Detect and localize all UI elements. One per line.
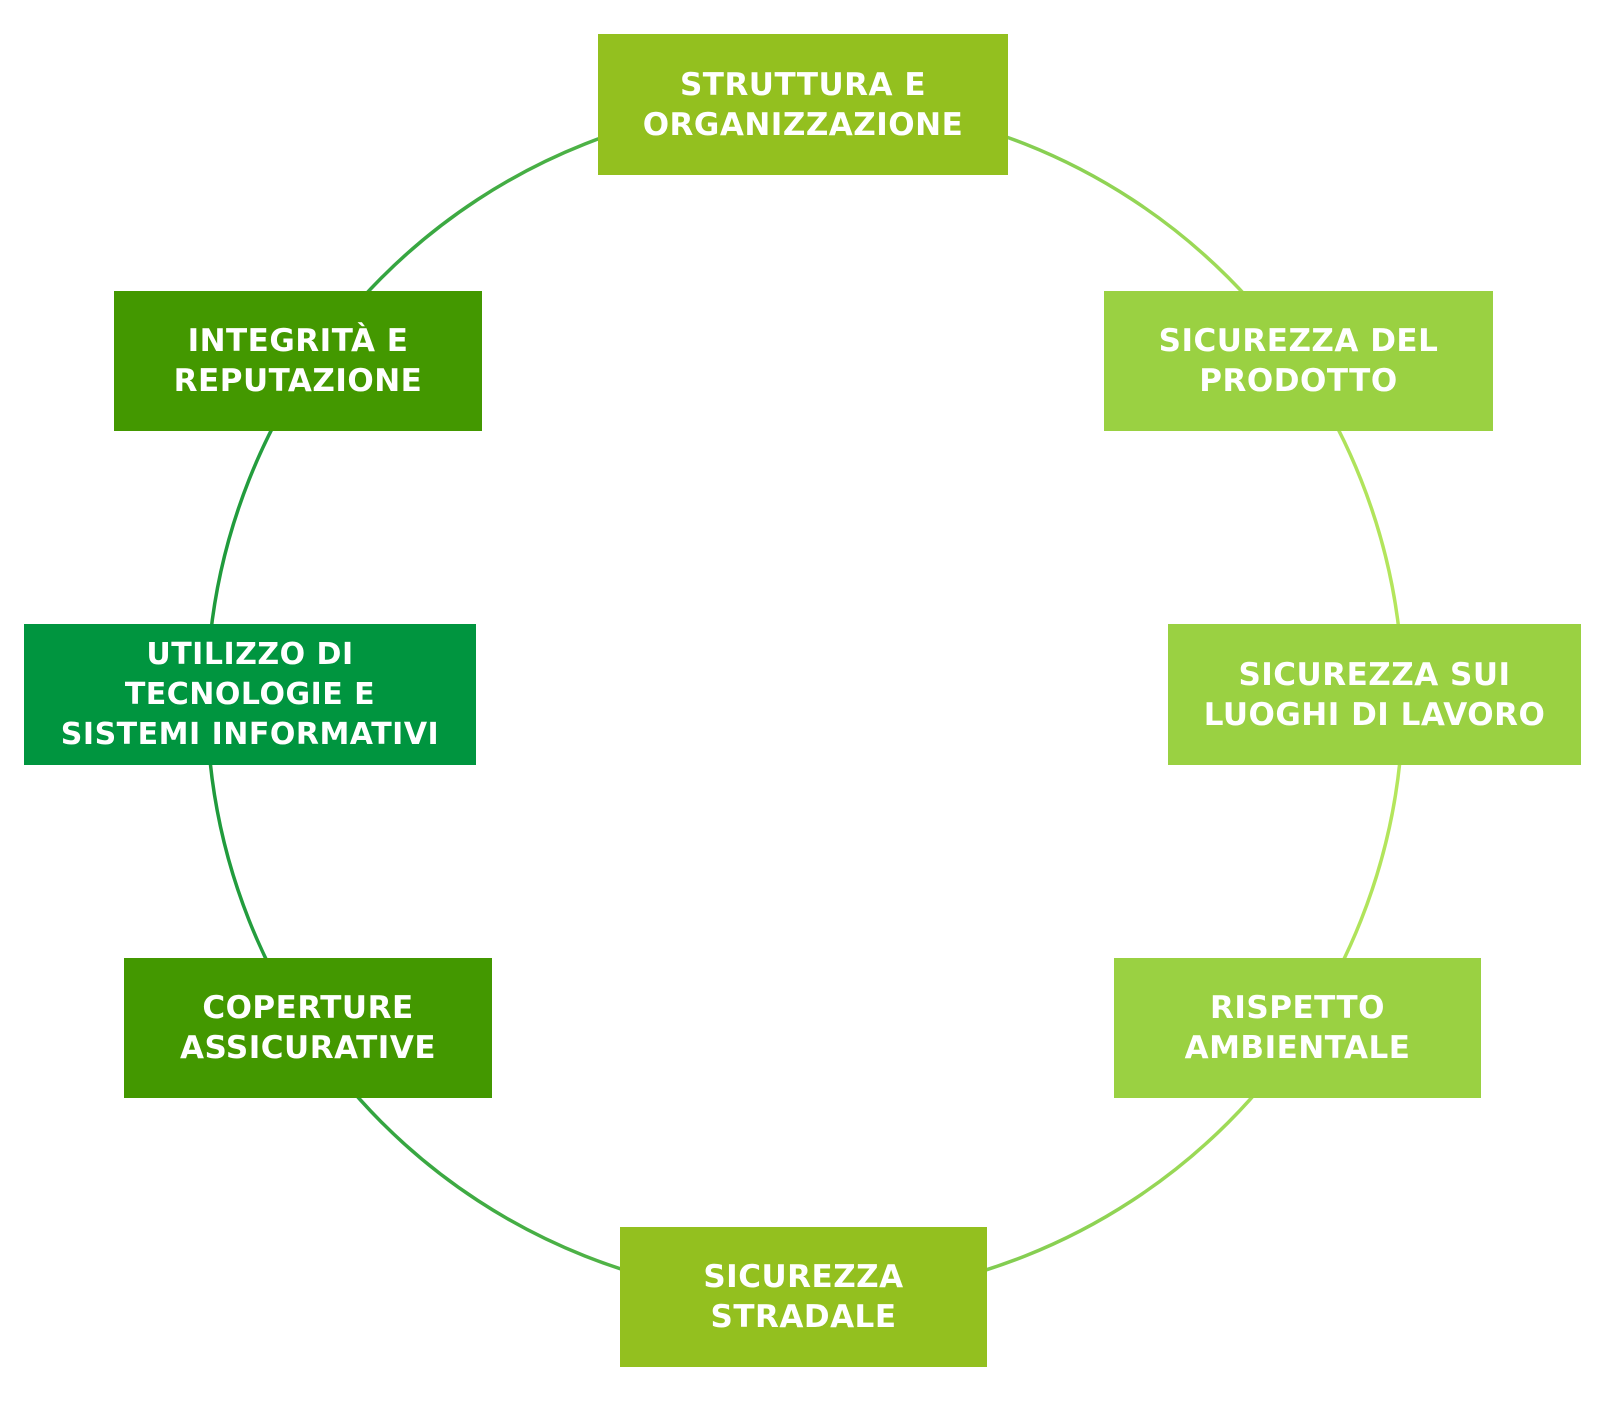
node-sicurezza-prodotto: SICUREZZA DEL PRODOTTO <box>1104 291 1493 431</box>
node-integrita-reputazione: INTEGRITÀ E REPUTAZIONE <box>114 291 482 431</box>
node-rispetto-ambientale: RISPETTO AMBIENTALE <box>1114 958 1481 1098</box>
node-sicurezza-luoghi-lavoro: SICUREZZA SUI LUOGHI DI LAVORO <box>1168 624 1581 765</box>
node-struttura-organizzazione: STRUTTURA E ORGANIZZAZIONE <box>598 34 1008 175</box>
node-coperture-assicurative: COPERTURE ASSICURATIVE <box>124 958 492 1098</box>
node-utilizzo-tecnologie: UTILIZZO DI TECNOLOGIE E SISTEMI INFORMA… <box>24 624 476 765</box>
node-sicurezza-stradale: SICUREZZA STRADALE <box>620 1227 987 1367</box>
